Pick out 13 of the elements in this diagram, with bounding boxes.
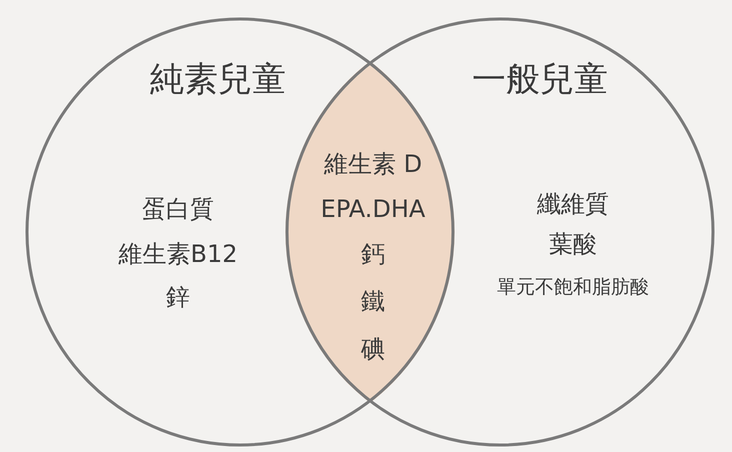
list-item: 維生素 D	[324, 151, 422, 179]
list-item: 維生素B12	[118, 241, 238, 269]
list-item: 葉酸	[549, 231, 597, 259]
set-heading: 純素兒童	[150, 60, 286, 100]
list-item: 碘	[361, 336, 385, 364]
list-item: 纖維質	[537, 191, 609, 219]
list-item: EPA.DHA	[320, 196, 426, 224]
list-item: 單元不飽和脂肪酸	[497, 277, 649, 299]
list-item: 蛋白質	[142, 196, 214, 224]
list-item: 鋅	[166, 284, 190, 312]
list-item: 鐵	[361, 288, 385, 316]
set-heading: 一般兒童	[472, 60, 608, 100]
list-item: 鈣	[361, 241, 385, 269]
